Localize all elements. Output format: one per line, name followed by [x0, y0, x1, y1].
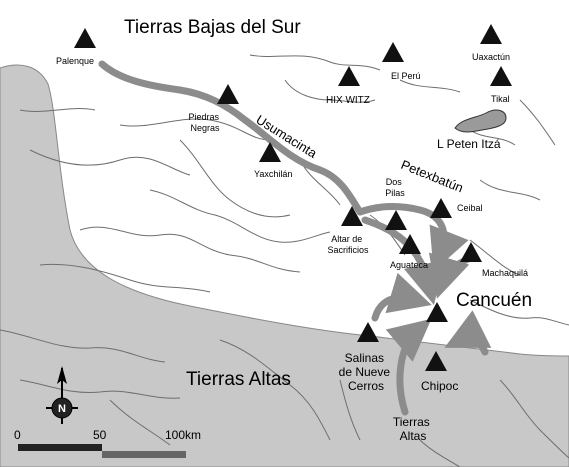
- north-arrow-icon: N: [46, 366, 78, 424]
- route-usumacinta: [98, 60, 364, 216]
- site-marker-palenque: [74, 28, 96, 48]
- site-label-ceibal: Ceibal: [457, 203, 483, 213]
- lake-peten-itza: [454, 109, 507, 133]
- river-line: [119, 118, 271, 141]
- site-label-piedras-negras: Piedras Negras: [188, 112, 221, 133]
- river-line: [149, 189, 331, 243]
- site-label-cancuen: Cancuén: [456, 290, 532, 311]
- region-label-lowlands: Tierras Bajas del Sur: [124, 17, 301, 38]
- site-marker-salinas: [357, 322, 379, 342]
- highlands-area: [0, 64, 569, 467]
- site-marker-tikal: [490, 66, 512, 86]
- site-label-salinas: Salinas de Nueve Cerros: [339, 351, 394, 393]
- site-marker-el-peru: [382, 42, 404, 62]
- river-line: [469, 239, 521, 276]
- river-line: [19, 379, 181, 399]
- site-label-uaxactun: Uaxactún: [472, 52, 510, 62]
- site-label-aguateca: Aguateca: [390, 260, 428, 270]
- lake-label: L Peten Itzá: [437, 137, 501, 151]
- arrow-from-chipoc: [444, 310, 492, 356]
- site-marker-cancuen: [426, 302, 448, 322]
- site-marker-altar: [341, 206, 363, 226]
- site-marker-aguateca: [399, 234, 421, 254]
- scale-tick-0: 0: [14, 428, 21, 442]
- river-line: [109, 399, 171, 446]
- river-line: [469, 299, 569, 326]
- scale-segment-black: [18, 444, 102, 451]
- scale-bar: 0 50 100km: [14, 428, 201, 458]
- river-line: [499, 379, 569, 459]
- site-markers: [74, 24, 512, 371]
- site-marker-dos-pilas: [385, 210, 407, 230]
- region-label-highlands: Tierras Altas: [186, 369, 291, 390]
- site-label-hix-witz: HIX WITZ: [326, 95, 370, 106]
- site-label-tikal: Tikal: [491, 94, 510, 104]
- site-label-chipoc: Chipoc: [421, 379, 458, 393]
- site-label-dos-pilas: Dos Pilas: [385, 177, 405, 198]
- site-label-yaxchilan: Yaxchilán: [254, 169, 292, 179]
- route-petexbatun: [356, 203, 469, 272]
- site-marker-chipoc: [425, 351, 447, 371]
- arrow-from-tierras-altas: [385, 318, 432, 416]
- site-marker-uaxactun: [480, 24, 502, 44]
- site-label-el-peru: El Perú: [391, 71, 421, 81]
- river-line: [179, 139, 291, 218]
- scale-tick-100: 100km: [165, 428, 201, 442]
- origin-label-tierras-altas: Tierras Altas: [393, 415, 433, 443]
- site-marker-ceibal: [430, 198, 452, 218]
- site-marker-yaxchilan: [259, 142, 281, 162]
- river-line: [469, 129, 516, 146]
- river-line: [29, 149, 191, 176]
- river-line: [339, 379, 361, 441]
- river-line: [219, 339, 331, 441]
- river-line: [19, 108, 96, 112]
- site-marker-piedras-negras: [217, 84, 239, 104]
- river-line: [519, 99, 556, 146]
- river-line: [39, 263, 211, 293]
- river-line: [419, 439, 461, 467]
- rivers: [0, 54, 569, 467]
- site-label-altar: Altar de Sacrificios: [327, 234, 369, 255]
- north-arrow-label: N: [58, 403, 66, 415]
- site-marker-machaquila: [460, 242, 482, 262]
- arrow-from-salinas: [371, 272, 432, 322]
- river-line: [249, 54, 381, 71]
- river-line: [284, 79, 376, 103]
- river-line: [79, 226, 301, 273]
- site-marker-hix-witz: [338, 66, 360, 86]
- scale-tick-50: 50: [93, 428, 107, 442]
- river-line: [399, 79, 461, 93]
- site-label-machaquila: Machaquilá: [482, 268, 528, 278]
- river-line: [0, 329, 166, 363]
- site-label-palenque: Palenque: [56, 56, 94, 66]
- scale-segment-grey: [102, 451, 186, 458]
- river-line: [479, 179, 541, 201]
